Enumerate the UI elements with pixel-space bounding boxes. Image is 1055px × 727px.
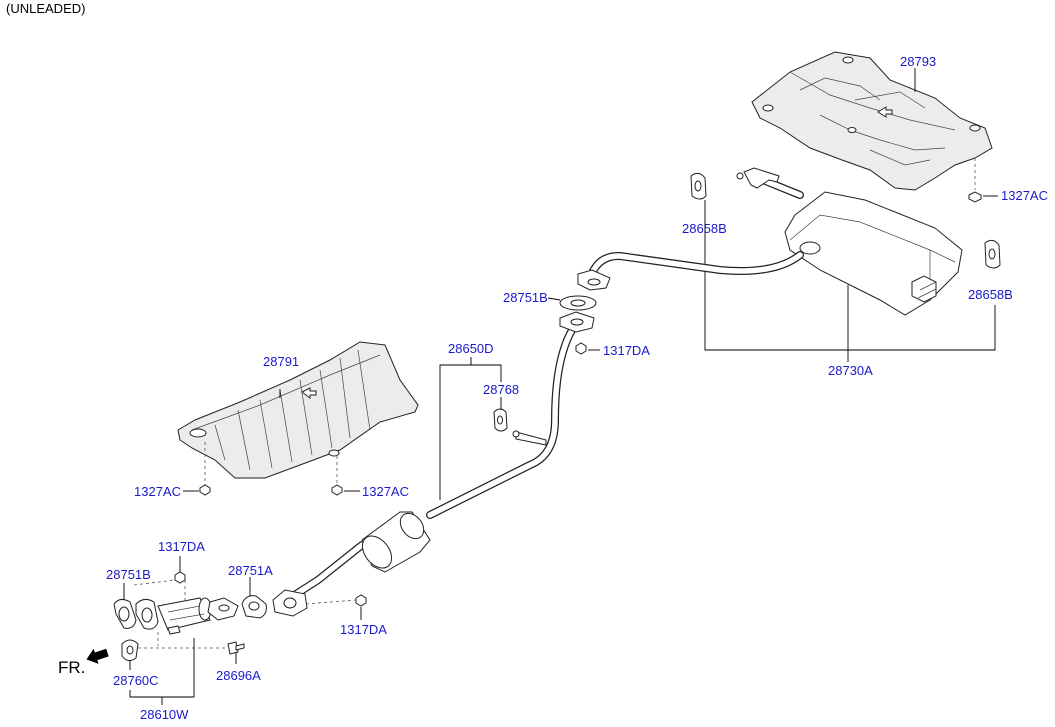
bolt-front: [227, 641, 245, 655]
center-pipe: [426, 251, 804, 519]
center-heat-protector: [177, 341, 419, 479]
bracket-28730a: [704, 200, 996, 351]
label-28760c[interactable]: 28760C: [113, 673, 159, 688]
label-28658b-right[interactable]: 28658B: [968, 287, 1013, 302]
center-muffler: [286, 511, 431, 602]
label-28658b-left[interactable]: 28658B: [682, 221, 727, 236]
bracket-28650d: [439, 364, 502, 500]
label-1327ac-left[interactable]: 1327AC: [134, 484, 181, 499]
front-pipe: [135, 597, 239, 635]
gasket-center: [559, 295, 597, 311]
label-28696a[interactable]: 28696A: [216, 668, 261, 683]
bracket-28610w: [129, 638, 195, 698]
center-hanger-rod: [512, 430, 547, 446]
label-28768[interactable]: 28768: [483, 382, 519, 397]
center-pipe-flange: [559, 311, 595, 333]
nut-rear-protector: [968, 191, 982, 203]
hanger-center: [493, 408, 508, 432]
label-1327ac-rear[interactable]: 1327AC: [1001, 188, 1048, 203]
label-28730a[interactable]: 28730A: [828, 363, 873, 378]
front-direction-arrow-icon: [86, 648, 109, 664]
label-1317da-upper[interactable]: 1317DA: [158, 539, 205, 554]
nut-front-lower: [355, 594, 367, 607]
hanger-rear-right: [984, 239, 1001, 269]
label-28751b-center[interactable]: 28751B: [503, 290, 548, 305]
label-28751b-front[interactable]: 28751B: [106, 567, 151, 582]
main-muffler: [754, 174, 963, 316]
label-1327ac-right[interactable]: 1327AC: [362, 484, 409, 499]
nut-front-upper: [174, 571, 186, 584]
label-28650d[interactable]: 28650D: [448, 341, 494, 356]
label-28791[interactable]: 28791: [263, 354, 299, 369]
hanger-front: [121, 639, 139, 662]
hanger-rear-left: [690, 172, 707, 200]
nut-center-protector-left: [199, 484, 211, 496]
nut-center-protector-right: [331, 484, 343, 496]
label-28610w[interactable]: 28610W: [140, 707, 189, 722]
muffler-hanger-rod: [736, 167, 780, 189]
gasket-front: [113, 598, 137, 629]
gasket-mid: [241, 595, 267, 619]
nut-center: [575, 342, 587, 355]
center-pipe-front-flange: [272, 589, 308, 617]
variant-header: (UNLEADED): [6, 1, 85, 16]
label-28793[interactable]: 28793: [900, 54, 936, 69]
front-direction-label: FR.: [58, 658, 85, 677]
label-1317da-lower[interactable]: 1317DA: [340, 622, 387, 637]
label-28751a[interactable]: 28751A: [228, 563, 273, 578]
label-1317da-center[interactable]: 1317DA: [603, 343, 650, 358]
rear-heat-protector: [751, 51, 993, 191]
